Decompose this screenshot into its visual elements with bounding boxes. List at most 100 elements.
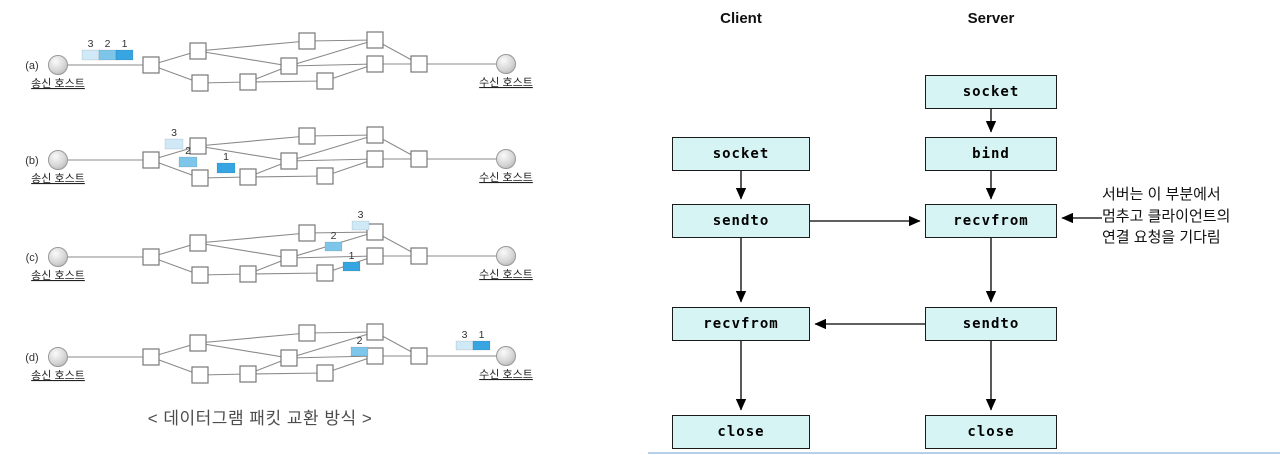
row-tag: (b): [25, 155, 38, 167]
router-node: [142, 151, 160, 169]
network-link: [197, 232, 308, 244]
router-node: [410, 347, 428, 365]
router-node: [410, 55, 428, 73]
packet-label: 3: [358, 209, 364, 221]
packet-label: 2: [331, 230, 337, 242]
packet-label: 3: [171, 127, 177, 139]
router-node: [316, 72, 334, 90]
packet-3: [164, 138, 184, 150]
host-circle: [496, 246, 516, 266]
network-link: [197, 342, 290, 359]
router-node: [366, 323, 384, 341]
router-node: [366, 247, 384, 265]
router-node: [280, 57, 298, 75]
network-link: [288, 39, 376, 67]
packet-2: [324, 241, 343, 252]
host-circle: [496, 54, 516, 74]
packet-label: 2: [185, 145, 191, 157]
router-node: [189, 42, 207, 60]
router-node: [298, 127, 316, 145]
router-node: [191, 74, 209, 92]
host-circle: [48, 150, 68, 170]
network-link: [288, 255, 376, 259]
router-node: [191, 366, 209, 384]
network-link: [247, 80, 326, 83]
flow-box-server-recvfrom: recvfrom: [925, 204, 1057, 238]
router-node: [280, 152, 298, 170]
router-node: [142, 348, 160, 366]
router-node: [366, 55, 384, 73]
host-circle: [496, 346, 516, 366]
network-link: [247, 272, 326, 275]
network-link: [306, 231, 376, 234]
router-node: [189, 137, 207, 155]
sender-host-label: 송신 호스트: [31, 172, 85, 185]
row-tag: (d): [25, 352, 38, 364]
left-diagram-caption: < 데이터그램 패킷 교환 방식 >: [147, 409, 373, 428]
packet-3: [351, 220, 370, 231]
network-link: [288, 158, 376, 162]
packet-label: 3: [88, 38, 94, 50]
packet-label: 1: [223, 151, 229, 163]
router-node: [280, 249, 298, 267]
host-circle: [496, 149, 516, 169]
flow-box-server-bind: bind: [925, 137, 1057, 171]
router-node: [366, 347, 384, 365]
server-column-title: Server: [967, 10, 1015, 27]
router-node: [142, 248, 160, 266]
network-link: [306, 331, 376, 334]
receiver-host-label: 수신 호스트: [479, 171, 533, 184]
flow-box-client-close: close: [672, 415, 810, 449]
packet-1: [216, 162, 236, 174]
packet-label: 2: [357, 335, 363, 347]
router-node: [191, 266, 209, 284]
network-link: [288, 63, 376, 67]
flow-box-server-sendto: sendto: [925, 307, 1057, 341]
router-node: [298, 224, 316, 242]
router-node: [316, 167, 334, 185]
packet-label: 1: [122, 38, 128, 50]
sender-host-label: 송신 호스트: [31, 369, 85, 382]
network-link: [247, 372, 326, 375]
packet-2: [98, 49, 117, 61]
router-node: [239, 73, 257, 91]
sender-host-label: 송신 호스트: [31, 77, 85, 90]
host-circle: [48, 347, 68, 367]
packet-1: [115, 49, 134, 61]
flow-box-client-recvfrom: recvfrom: [672, 307, 810, 341]
router-node: [189, 334, 207, 352]
network-link: [197, 40, 308, 52]
network-link: [197, 242, 290, 259]
flow-box-server-close: close: [925, 415, 1057, 449]
router-node: [239, 365, 257, 383]
network-link: [197, 332, 308, 344]
network-link: [288, 355, 376, 359]
router-node: [298, 324, 316, 342]
router-node: [316, 364, 334, 382]
row-tag: (c): [26, 252, 39, 264]
packet-2: [350, 346, 369, 357]
network-link: [288, 331, 376, 359]
packet-1: [342, 261, 361, 272]
receiver-host-label: 수신 호스트: [479, 368, 533, 381]
packet-3: [81, 49, 100, 61]
flow-box-server-socket: socket: [925, 75, 1057, 109]
host-circle: [48, 55, 68, 75]
network-link: [197, 135, 308, 147]
network-link: [306, 134, 376, 137]
flow-box-client-sendto: sendto: [672, 204, 810, 238]
sender-host-label: 송신 호스트: [31, 269, 85, 282]
network-link: [197, 50, 290, 67]
router-node: [366, 31, 384, 49]
row-tag: (a): [25, 60, 38, 72]
annotation-line-2: 멈추고 클라이언트의: [1102, 207, 1231, 225]
router-node: [142, 56, 160, 74]
slide-bottom-rule: [648, 452, 1280, 454]
server-wait-annotation: 서버는 이 부분에서 멈추고 클라이언트의 연결 요청을 기다림: [1102, 184, 1230, 249]
packet-label: 1: [349, 250, 355, 262]
packet-1: [472, 340, 491, 351]
packet-label: 3: [462, 329, 468, 341]
